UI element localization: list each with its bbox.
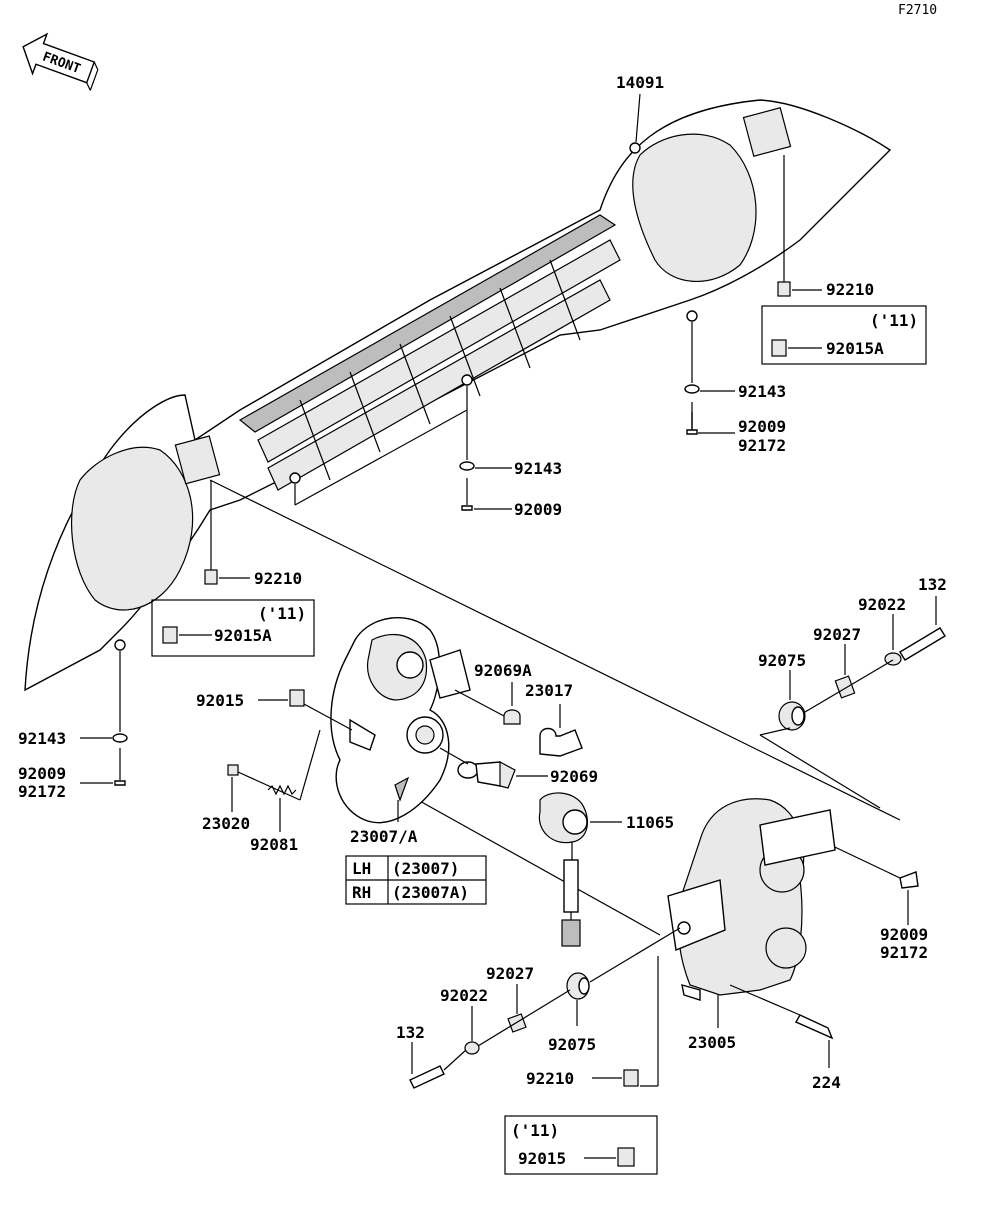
headlight-cover-assembly [24, 99, 892, 692]
bulb-icon [503, 709, 521, 725]
collar-icon [507, 1013, 527, 1033]
label-11-bottom: ('11) [511, 1121, 559, 1140]
label-92143-center: 92143 [514, 459, 562, 478]
washer-icon [112, 733, 128, 743]
clip-nut-icon [777, 281, 791, 297]
figure-code: F2710 [898, 3, 937, 18]
washer-icon [684, 384, 700, 394]
label-92081: 92081 [250, 835, 298, 854]
label-92015: 92015 [196, 691, 244, 710]
label-92210-left: 92210 [254, 569, 302, 588]
label-92022-right: 92022 [858, 595, 906, 614]
label-11065: 11065 [626, 813, 674, 832]
bolt-icon [409, 1065, 445, 1089]
label-92075-bottom: 92075 [548, 1035, 596, 1054]
bolt-icon [899, 627, 946, 661]
socket-icon [539, 727, 583, 757]
front-arrow-icon: FRONT [22, 32, 99, 91]
label-14091: 14091 [616, 73, 664, 92]
label-92172-right: 92172 [738, 436, 786, 455]
label-11-left: ('11) [258, 604, 306, 623]
grille [238, 214, 621, 491]
label-92172-left: 92172 [18, 782, 66, 801]
label-92069A: 92069A [474, 661, 532, 680]
label-224: 224 [812, 1073, 841, 1092]
bolt-icon [795, 1014, 834, 1040]
label-92015A-right: 92015A [826, 339, 884, 358]
headlight-housing [330, 616, 471, 824]
washer-icon [464, 1041, 480, 1055]
label-92143-right: 92143 [738, 382, 786, 401]
label-92009-center: 92009 [514, 500, 562, 519]
collar-icon [834, 675, 856, 699]
label-92009-left: 92009 [18, 764, 66, 783]
label-23007A: 23007/A [350, 827, 418, 846]
clip-icon [617, 1147, 635, 1167]
headlight-bracket [667, 798, 836, 1001]
label-11-right: ('11) [870, 311, 918, 330]
table-code-lh: (23007) [392, 859, 459, 878]
label-92015-bottom: 92015 [518, 1149, 566, 1168]
label-132-right: 132 [918, 575, 947, 594]
clip-nut-icon [623, 1069, 639, 1087]
label-23017: 23017 [525, 681, 573, 700]
label-92075-right: 92075 [758, 651, 806, 670]
table-code-rh: (23007A) [392, 883, 469, 902]
screw-icon [899, 871, 919, 889]
lhrh-table: LH (23007) RH (23007A) [345, 855, 487, 905]
table-side-lh: LH [352, 859, 371, 878]
clip-nut-icon [204, 569, 218, 585]
clip-icon [162, 626, 178, 644]
nut-icon [227, 764, 239, 776]
bulb-socket-icon [457, 761, 516, 789]
washer-icon [459, 461, 475, 471]
label-92022-bottom: 92022 [440, 986, 488, 1005]
label-92210-bottom: 92210 [526, 1069, 574, 1088]
label-92015A-left: 92015A [214, 626, 272, 645]
clip-icon [289, 689, 305, 707]
clip-icon [771, 339, 787, 357]
label-23020: 23020 [202, 814, 250, 833]
label-92027-right: 92027 [813, 625, 861, 644]
label-92210-right: 92210 [826, 280, 874, 299]
label-92069: 92069 [550, 767, 598, 786]
label-132-bottom: 132 [396, 1023, 425, 1042]
label-92172-rr: 92172 [880, 943, 928, 962]
label-92143-left: 92143 [18, 729, 66, 748]
label-92009-rr: 92009 [880, 925, 928, 944]
label-92027-bottom: 92027 [486, 964, 534, 983]
screw-icon [461, 505, 473, 511]
screw-icon [686, 412, 698, 435]
label-92009-right: 92009 [738, 417, 786, 436]
harness-icon [538, 792, 589, 947]
screw-icon [114, 780, 126, 786]
table-side-rh: RH [352, 883, 371, 902]
label-23005: 23005 [688, 1033, 736, 1052]
